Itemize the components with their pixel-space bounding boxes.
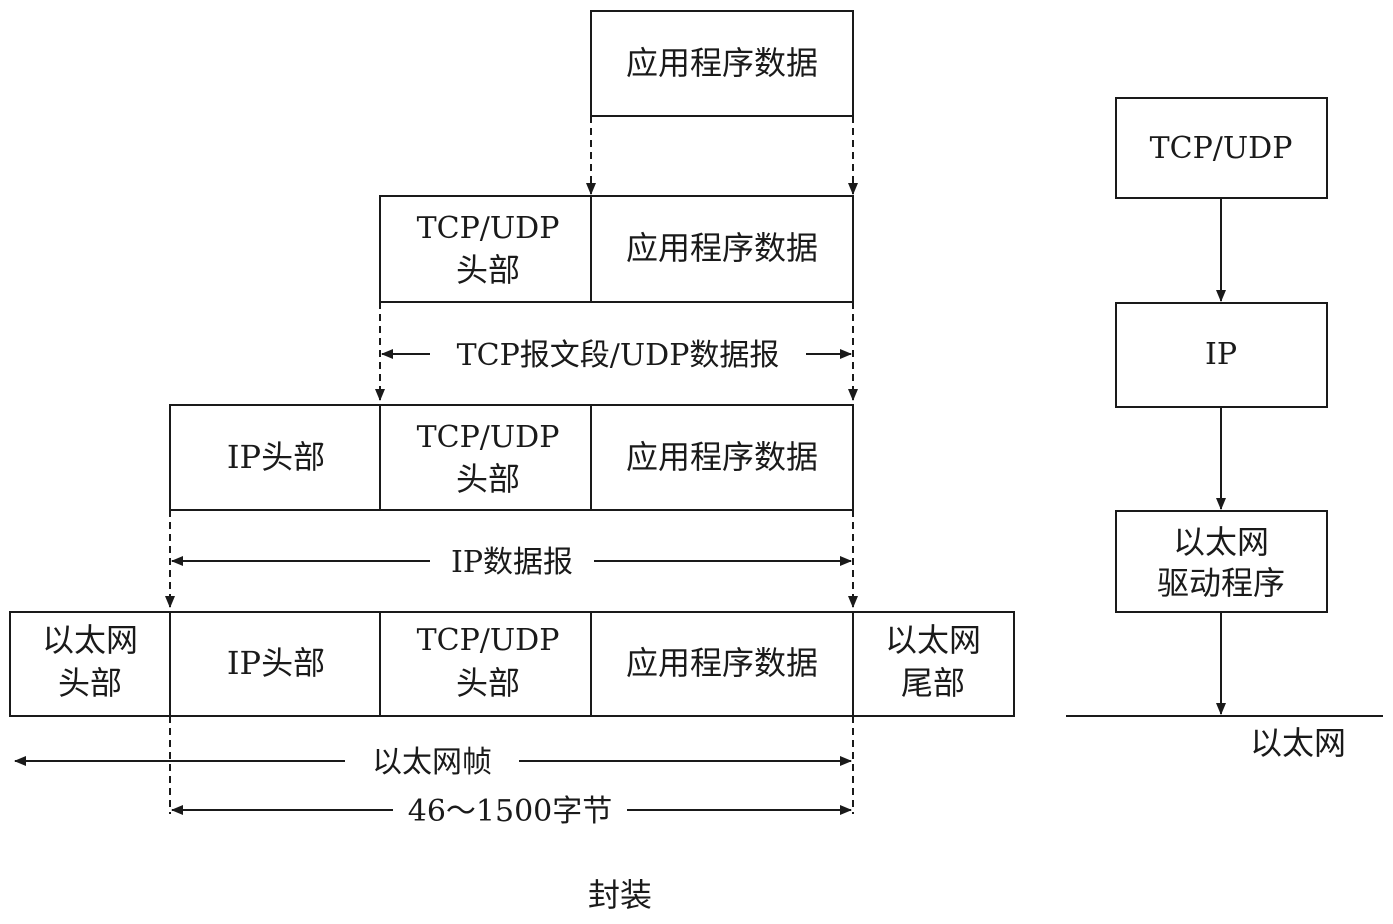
header-label: 头部 (456, 460, 520, 498)
eth-trailer-box (852, 611, 1015, 717)
span-eth-frame: 以太网帧 (14, 745, 852, 780)
app-data-box (590, 195, 854, 303)
tcp-header-box (379, 195, 592, 303)
ip-header-label: IP头部 (227, 644, 325, 682)
header-label: 头部 (456, 251, 520, 289)
ip-datagram-label: IP数据报 (451, 545, 573, 580)
eth-header-line2: 头部 (58, 664, 122, 702)
level-tcp: TCP/UDP 头部 应用程序数据 (379, 195, 854, 303)
eth-frame-label: 以太网帧 (372, 745, 492, 780)
tcp-header-box (379, 404, 592, 511)
ip-header-label: IP头部 (227, 438, 325, 476)
stack-ip-box (1115, 302, 1328, 408)
stack-tcp-udp-box (1115, 97, 1328, 199)
network-label: 以太网 (1250, 724, 1346, 762)
protocol-stack: TCP/UDP IP 以太网 驱动程序 以太网 (1066, 97, 1383, 762)
ip-header-box (169, 611, 381, 717)
tcp-udp-label: TCP/UDP (417, 623, 560, 658)
stack-tcp-udp-label: TCP/UDP (1150, 131, 1293, 166)
figure-caption: 封装 (588, 876, 652, 914)
eth-header-box (9, 611, 171, 717)
span-payload-size: 46～1500字节 (171, 794, 852, 829)
eth-header-line1: 以太网 (42, 621, 138, 659)
stack-eth-driver-box (1115, 510, 1328, 613)
app-data-label: 应用程序数据 (626, 438, 818, 476)
app-data-box (590, 10, 854, 117)
app-data-label: 应用程序数据 (626, 644, 818, 682)
tcp-segment-label: TCP报文段/UDP数据报 (457, 338, 780, 373)
app-data-box (590, 404, 854, 511)
span-tcp-segment: TCP报文段/UDP数据报 (381, 338, 852, 373)
eth-trailer-line2: 尾部 (901, 664, 965, 702)
tcp-udp-label: TCP/UDP (417, 420, 560, 455)
level-eth: 以太网 头部 IP头部 TCP/UDP 头部 应用程序数据 以太网 尾部 (9, 611, 1015, 717)
tcp-udp-label: TCP/UDP (417, 211, 560, 246)
level-app: 应用程序数据 (590, 10, 854, 117)
level-ip: IP头部 TCP/UDP 头部 应用程序数据 (169, 404, 854, 511)
app-data-box (590, 611, 854, 717)
app-data-label: 应用程序数据 (626, 44, 818, 82)
span-ip-datagram: IP数据报 (171, 545, 852, 580)
stack-ip-label: IP (1205, 337, 1237, 372)
stack-eth-driver-line1: 以太网 (1173, 523, 1269, 561)
header-label: 头部 (456, 664, 520, 702)
stack-eth-driver-line2: 驱动程序 (1157, 564, 1285, 602)
eth-trailer-line1: 以太网 (885, 621, 981, 659)
app-data-label: 应用程序数据 (626, 229, 818, 267)
size-range-label: 46～1500字节 (408, 794, 613, 829)
